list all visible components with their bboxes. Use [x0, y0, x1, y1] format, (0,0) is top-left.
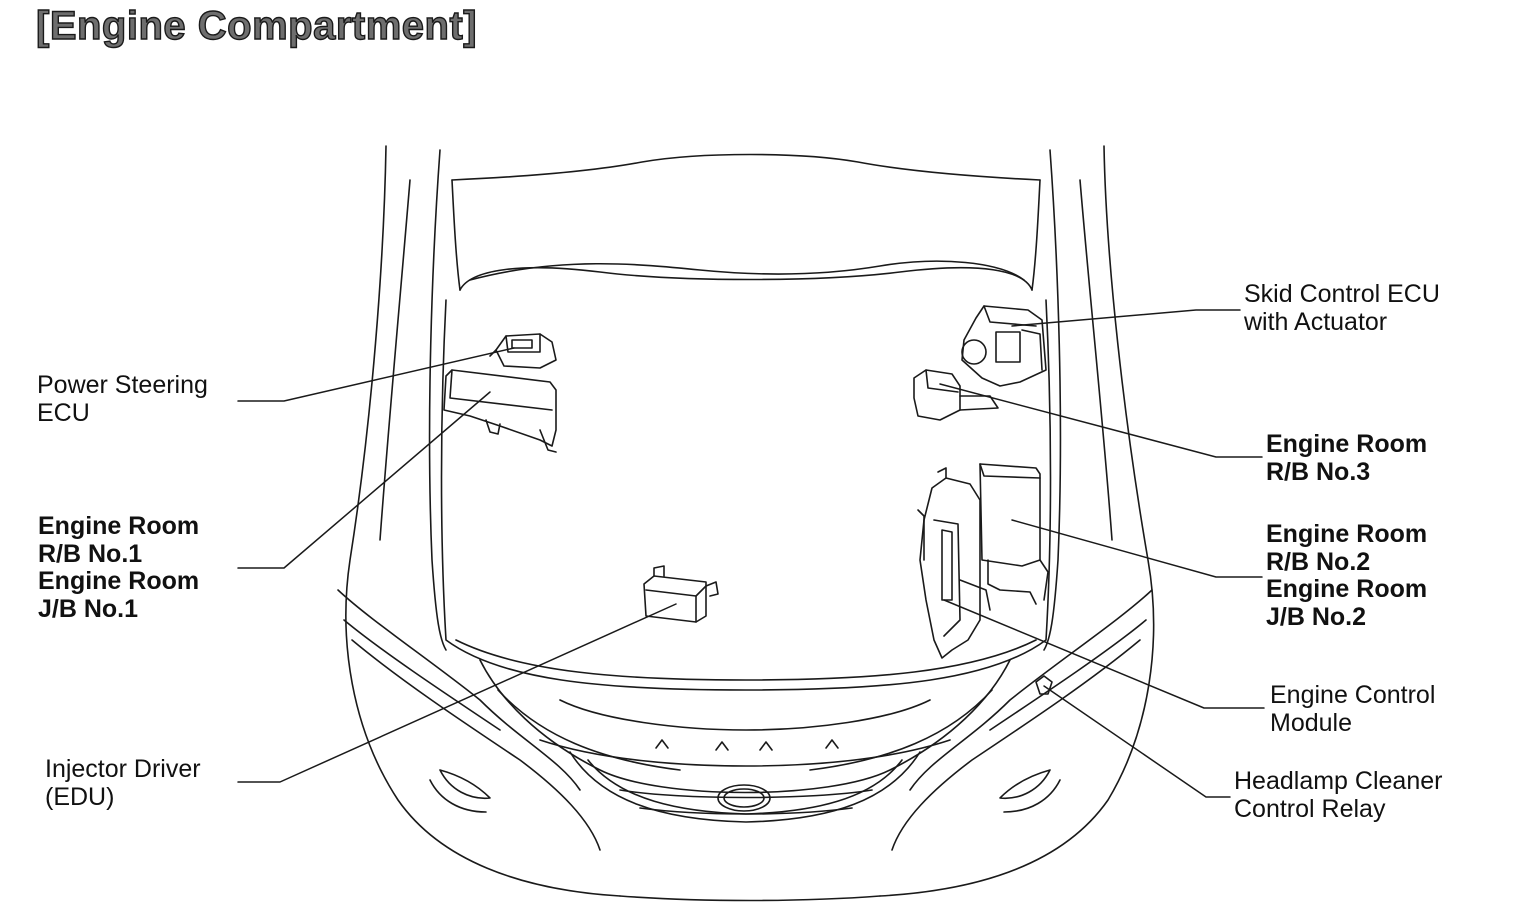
label-line: J/B No.1 — [38, 594, 139, 623]
label-line: Engine Room — [38, 512, 200, 540]
leader-engine-room-rb2-jb2 — [1011, 519, 1263, 578]
label-line: R/B No.2 — [1266, 547, 1371, 576]
injector-driver-part — [643, 565, 719, 623]
label-line: Engine Room — [1266, 575, 1428, 603]
engine-room-rb1-jb1-part — [443, 369, 557, 453]
label-line: R/B No.1 — [38, 539, 143, 568]
engine-room-rb3-part — [913, 369, 999, 421]
label-engine-control-module: Engine Control Module — [1270, 681, 1436, 737]
label-line: Skid Control ECU — [1244, 280, 1440, 308]
label-line: Headlamp Cleaner — [1234, 767, 1443, 795]
leader-headlamp-cleaner-relay — [1043, 685, 1231, 798]
label-engine-room-rb2-jb2: Engine Room R/B No.2 Engine Room J/B No.… — [1266, 520, 1428, 631]
leader-injector-driver — [237, 603, 677, 783]
label-headlamp-cleaner-relay: Headlamp Cleaner Control Relay — [1234, 767, 1443, 823]
label-engine-room-rb1-jb1: Engine Room R/B No.1 Engine Room J/B No.… — [38, 512, 200, 623]
label-line: Injector Driver — [45, 755, 201, 783]
headlamp-cleaner-relay-part — [1035, 675, 1053, 695]
label-line: Engine Room — [38, 567, 200, 595]
leader-skid-control-ecu — [1011, 309, 1241, 327]
label-power-steering-ecu: Power Steering ECU — [37, 371, 208, 427]
label-injector-driver: Injector Driver (EDU) — [45, 755, 201, 811]
label-line: Module — [1270, 708, 1352, 737]
leader-engine-room-rb3 — [939, 383, 1263, 458]
label-skid-control-ecu: Skid Control ECU with Actuator — [1244, 280, 1440, 336]
label-line: J/B No.2 — [1266, 602, 1367, 631]
label-line: with Actuator — [1244, 307, 1388, 336]
label-line: R/B No.3 — [1266, 457, 1371, 486]
engine-room-rb2-jb2-part — [979, 463, 1049, 605]
label-line: (EDU) — [45, 782, 115, 811]
skid-control-ecu-part — [961, 305, 1047, 387]
label-line: Engine Control — [1270, 681, 1436, 709]
leader-lines — [237, 309, 1265, 798]
power-steering-ecu-part — [489, 333, 557, 369]
diagram-title: [Engine Compartment] — [35, 3, 478, 48]
label-line: Control Relay — [1234, 794, 1386, 823]
engine-control-module-part — [917, 467, 991, 659]
label-line: ECU — [37, 398, 90, 427]
leader-engine-room-rb1-jb1 — [237, 391, 491, 569]
leader-power-steering-ecu — [237, 347, 515, 402]
leader-engine-control-module — [943, 599, 1265, 709]
label-line: Engine Room — [1266, 520, 1428, 548]
car-body-outline — [337, 145, 1155, 902]
label-line: Engine Room — [1266, 430, 1428, 458]
label-engine-room-rb3: Engine Room R/B No.3 — [1266, 430, 1428, 486]
label-line: Power Steering — [37, 371, 208, 399]
